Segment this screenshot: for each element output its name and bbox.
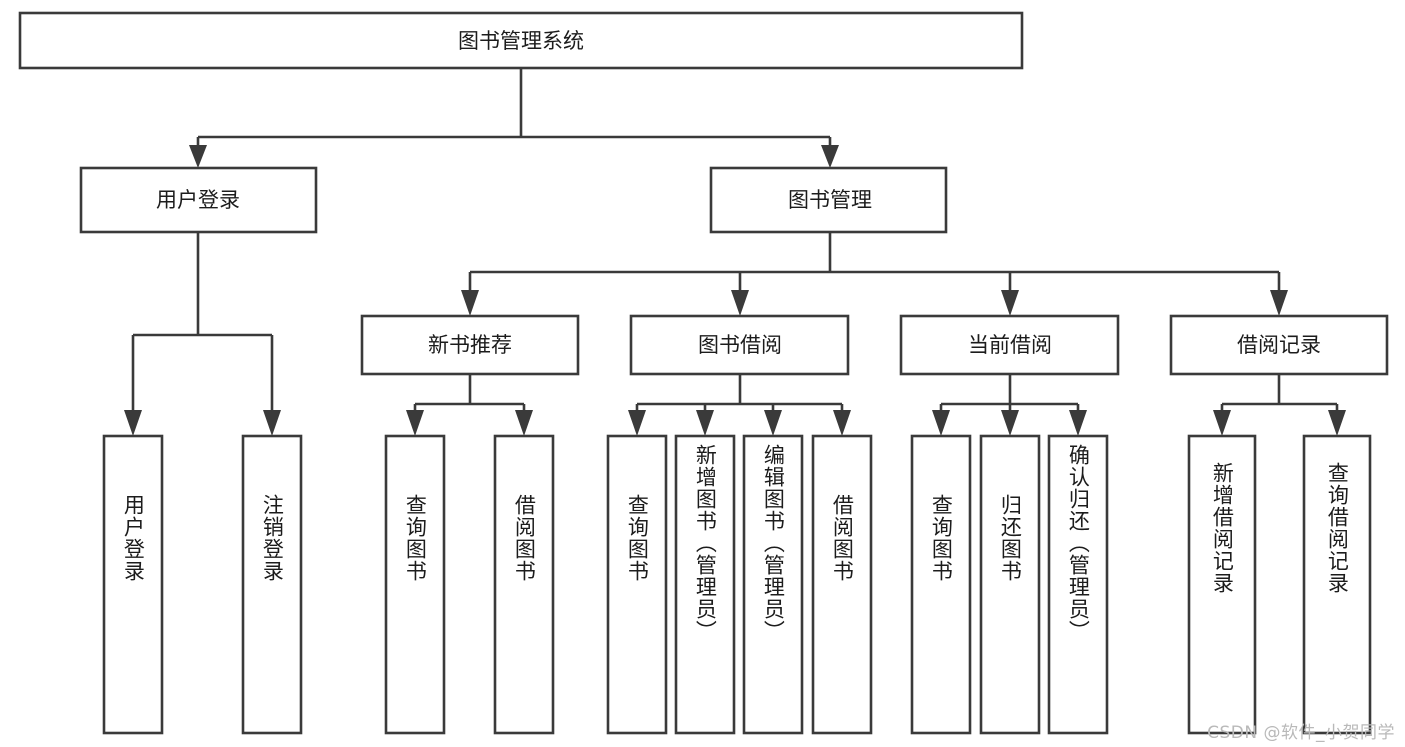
arrow-head-leaf-borrow-book-2 <box>833 410 851 436</box>
connector-group-root <box>189 68 839 168</box>
node-current-borrow-label: 当前借阅 <box>968 333 1052 357</box>
arrow-head-borrow-record <box>1270 290 1288 316</box>
arrow-head-book-manage <box>821 145 839 168</box>
node-root[interactable]: 图书管理系统 <box>18 11 1024 70</box>
node-root-label: 图书管理系统 <box>458 29 584 53</box>
arrow-head-leaf-user-login <box>124 410 142 436</box>
arrow-head-current-borrow <box>1001 290 1019 316</box>
connector-group-current-borrow <box>932 374 1087 436</box>
node-leaf-query-book-2-box[interactable] <box>606 434 668 735</box>
node-leaf-confirm-return-box[interactable] <box>1047 434 1109 735</box>
node-user-login[interactable]: 用户登录 <box>79 166 318 234</box>
connector-group-user-login <box>124 232 281 436</box>
connector-group-new-book-recommend <box>406 374 533 436</box>
arrow-head-leaf-borrow-book-1 <box>515 410 533 436</box>
arrow-head-leaf-query-borrow-record <box>1328 410 1346 436</box>
node-borrow-record[interactable]: 借阅记录 <box>1169 314 1389 376</box>
node-new-book-recommend[interactable]: 新书推荐 <box>360 314 580 376</box>
arrow-head-leaf-edit-book <box>764 410 782 436</box>
connector-group-book-manage <box>461 232 1288 316</box>
arrow-head-new-book-recommend <box>461 290 479 316</box>
node-book-borrow-label: 图书借阅 <box>698 333 782 357</box>
node-leaf-query-book-3-box[interactable] <box>910 434 972 735</box>
node-new-book-recommend-label: 新书推荐 <box>428 333 512 357</box>
node-book-manage-box[interactable] <box>709 166 948 234</box>
node-current-borrow-box[interactable] <box>899 314 1120 376</box>
node-leaf-borrow-book-1-box[interactable] <box>493 434 555 735</box>
connector-group-book-borrow <box>628 374 851 436</box>
node-leaf-add-borrow-record-box[interactable] <box>1187 434 1257 735</box>
arrow-head-leaf-user-logout <box>263 410 281 436</box>
node-user-login-label: 用户登录 <box>156 188 240 212</box>
node-book-borrow-box[interactable] <box>629 314 850 376</box>
node-leaf-query-book-1-box[interactable] <box>384 434 446 735</box>
node-book-borrow[interactable]: 图书借阅 <box>629 314 850 376</box>
arrow-head-leaf-confirm-return <box>1069 410 1087 436</box>
arrow-head-book-borrow <box>731 290 749 316</box>
node-book-manage-label: 图书管理 <box>788 188 872 212</box>
arrow-head-leaf-add-book <box>696 410 714 436</box>
watermark-text: CSDN @软件_小贺同学 <box>1207 723 1395 743</box>
node-borrow-record-label: 借阅记录 <box>1237 333 1321 357</box>
node-leaf-borrow-book-2-box[interactable] <box>811 434 873 735</box>
node-leaf-return-book-box[interactable] <box>979 434 1041 735</box>
node-leaf-query-borrow-record-box[interactable] <box>1302 434 1372 735</box>
node-leaf-user-login-box[interactable] <box>102 434 164 735</box>
node-leaf-add-book-box[interactable] <box>674 434 736 735</box>
arrow-head-leaf-query-book-1 <box>406 410 424 436</box>
node-root-box[interactable] <box>18 11 1024 70</box>
arrow-head-leaf-return-book <box>1001 410 1019 436</box>
arrow-head-leaf-query-book-3 <box>932 410 950 436</box>
arrow-head-leaf-add-borrow-record <box>1213 410 1231 436</box>
node-borrow-record-box[interactable] <box>1169 314 1389 376</box>
node-current-borrow[interactable]: 当前借阅 <box>899 314 1120 376</box>
arrow-head-leaf-query-book-2 <box>628 410 646 436</box>
node-leaf-edit-book-box[interactable] <box>742 434 804 735</box>
node-new-book-recommend-box[interactable] <box>360 314 580 376</box>
node-leaf-user-logout-box[interactable] <box>241 434 303 735</box>
node-user-login-box[interactable] <box>79 166 318 234</box>
connector-group-borrow-record <box>1213 374 1346 436</box>
node-book-manage[interactable]: 图书管理 <box>709 166 948 234</box>
arrow-head-user-login <box>189 145 207 168</box>
